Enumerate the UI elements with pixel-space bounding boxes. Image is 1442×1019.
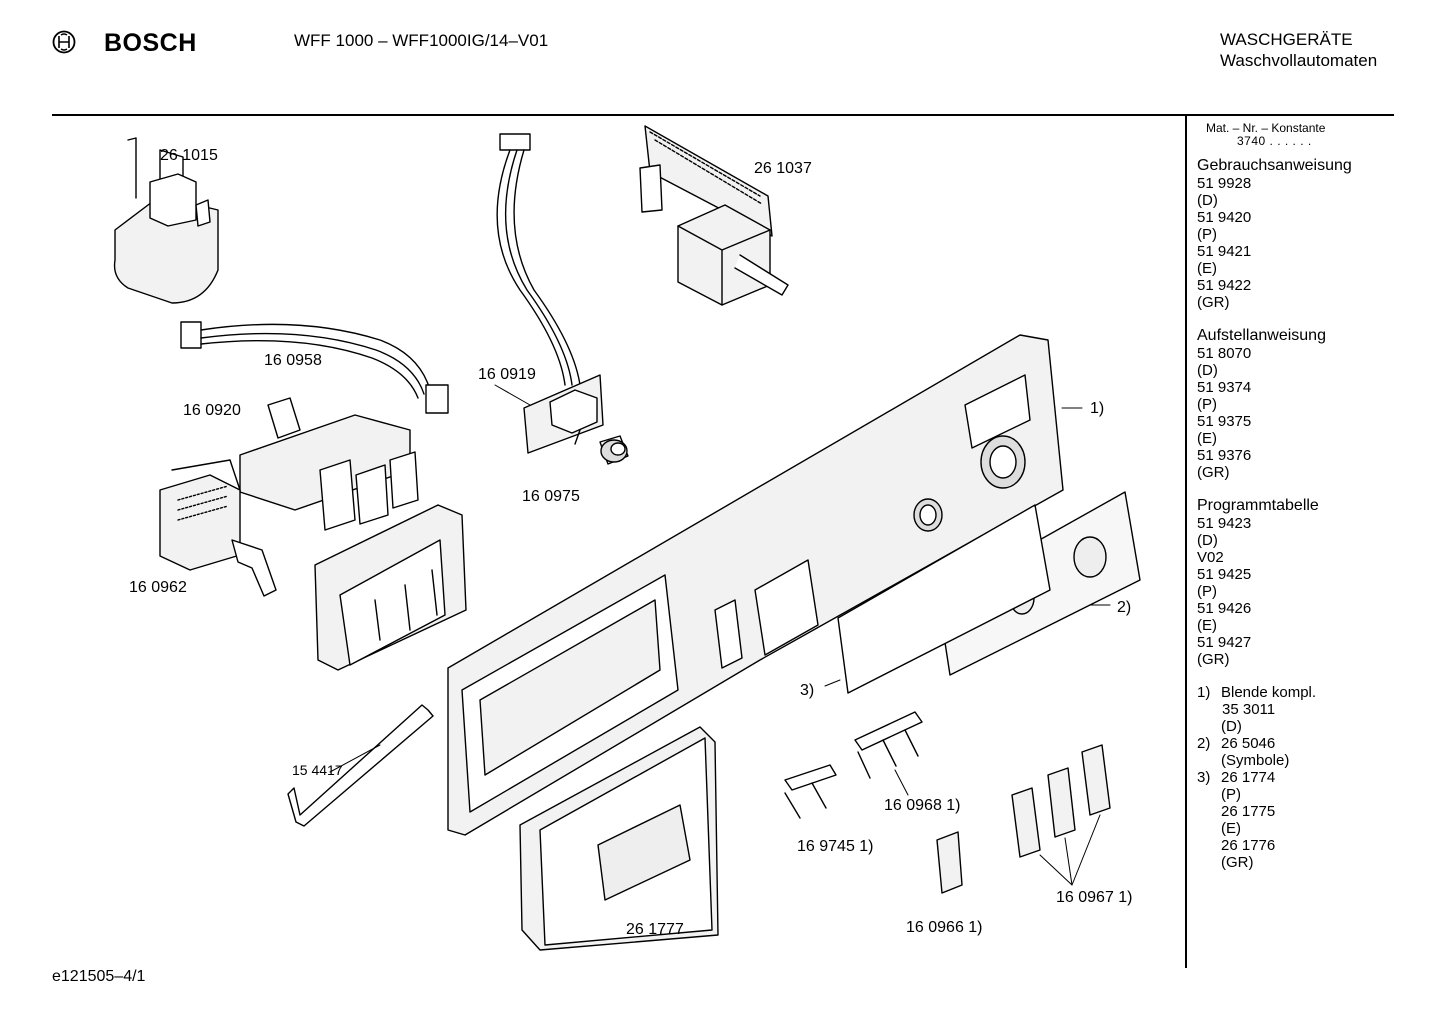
part-160919-cable-board [496,133,629,465]
model-title: WFF 1000 – WFF1000IG/14–V01 [294,31,549,50]
doc-line: (E) [1197,430,1217,447]
bosch-armature-logo-icon [52,30,76,54]
footnote-line: 26 1775 [1221,803,1276,820]
label-160967: 16 0967 1) [1056,889,1133,906]
part-160968-clip [854,711,923,779]
leader-lines [329,384,1111,886]
label-261015: 26 1015 [160,147,218,164]
label-160962: 16 0962 [129,579,187,596]
label-160966: 16 0966 1) [906,919,983,936]
label-ref2: 2) [1117,599,1132,616]
part-169745-clip [784,764,837,819]
footnote-3: 3) 26 1774 (P) 26 1775 (E) 26 1776 (GR) [1197,769,1437,871]
doc-line: (E) [1197,617,1217,634]
label-261777: 26 1777 [626,921,684,938]
footnote-line: (E) [1221,820,1241,837]
doc-line: (D) [1197,192,1218,209]
doc-line: (D) [1197,532,1218,549]
brand-name: BOSCH [104,29,197,57]
section-title: Gebrauchsanweisung [1197,157,1352,174]
doc-line: (GR) [1197,464,1230,481]
doc-line: 51 9426 [1197,600,1252,617]
document-sidebar: Mat. – Nr. – Konstante 3740 . . . . . . … [1197,121,1437,872]
doc-line: (GR) [1197,651,1230,668]
part-160966-key [936,831,963,894]
doc-line: 51 9427 [1197,634,1252,651]
part-button-frame [314,504,467,671]
footnote-number: 2) [1197,735,1211,752]
label-160958: 16 0958 [264,352,322,369]
doc-line: 51 9425 [1197,566,1252,583]
section-programmtabelle: Programmtabelle 51 9423 (D) V02 51 9425 … [1197,497,1437,668]
footnote-line: (P) [1221,786,1241,803]
material-number-value: 3740 . . . . . . [1237,134,1312,148]
part-261015-filter [113,137,219,304]
part-261777-drawer-handle [519,726,719,951]
part-ref1-control-panel [447,334,1064,836]
doc-line: 51 9928 [1197,175,1252,192]
footnote-line: 26 5046 [1221,735,1276,752]
label-ref3: 3) [800,682,815,699]
sidebar-divider [1185,116,1187,968]
footnote-line: (Symbole) [1221,752,1290,769]
section-gebrauchsanweisung: Gebrauchsanweisung 51 9928 (D) 51 9420 (… [1197,157,1437,311]
header-divider [52,114,1394,116]
part-160962-button-guide [159,459,277,597]
part-154417-rod [287,704,434,827]
doc-line: 51 9375 [1197,413,1252,430]
footnote-2: 2) 26 5046 (Symbole) [1197,735,1437,769]
part-160967-keys [1011,744,1111,858]
material-number-header: Mat. – Nr. – Konstante [1206,121,1326,135]
label-169745: 16 9745 1) [797,838,874,855]
part-160920-switch-block [239,397,419,531]
label-160975: 16 0975 [522,488,580,505]
label-ref1: 1) [1090,400,1105,417]
document-code: e121505–4/1 [52,968,146,985]
subcategory-title: Waschvollautomaten [1220,51,1378,70]
label-160919: 16 0919 [478,366,536,383]
footnote-line: 26 1774 [1221,769,1276,786]
label-160968: 16 0968 1) [884,797,961,814]
doc-line: 51 9374 [1197,379,1252,396]
part-160958-harness [180,321,449,414]
doc-line: 51 9421 [1197,243,1252,260]
label-160920: 16 0920 [183,402,241,419]
doc-line: 51 9423 [1197,515,1252,532]
doc-line: 51 9422 [1197,277,1252,294]
doc-line: (D) [1197,362,1218,379]
footnote-line: 35 3011 [1222,701,1276,718]
section-aufstellanweisung: Aufstellanweisung 51 8070 (D) 51 9374 (P… [1197,327,1437,481]
footnotes: 1) Blende kompl. 35 3011 (D) 2) 26 5046 … [1197,684,1437,871]
category-title: WASCHGERÄTE [1220,30,1353,49]
label-154417: 15 4417 [292,762,343,778]
footnote-number: 3) [1197,769,1211,786]
doc-line: (P) [1197,226,1217,243]
footnote-line: 26 1776 [1221,837,1276,854]
doc-line: (P) [1197,396,1217,413]
footnote-line: (D) [1221,718,1242,735]
section-title: Aufstellanweisung [1197,327,1326,344]
part-ref3-overlay [837,504,1051,694]
part-160975-knob [600,439,628,463]
doc-line: (GR) [1197,294,1230,311]
part-261037-control-module [639,125,789,306]
section-title: Programmtabelle [1197,497,1319,514]
label-261037: 26 1037 [754,160,812,177]
footnote-line: (GR) [1221,854,1254,871]
doc-line: V02 [1197,549,1224,566]
doc-line: (P) [1197,583,1217,600]
footnote-number: 1) [1197,684,1211,701]
doc-line: 51 8070 [1197,345,1252,362]
doc-line: 51 9376 [1197,447,1252,464]
footnote-line: Blende kompl. [1221,684,1317,701]
doc-line: 51 9420 [1197,209,1252,226]
footnote-1: 1) Blende kompl. 35 3011 (D) [1197,684,1437,735]
doc-line: (E) [1197,260,1217,277]
